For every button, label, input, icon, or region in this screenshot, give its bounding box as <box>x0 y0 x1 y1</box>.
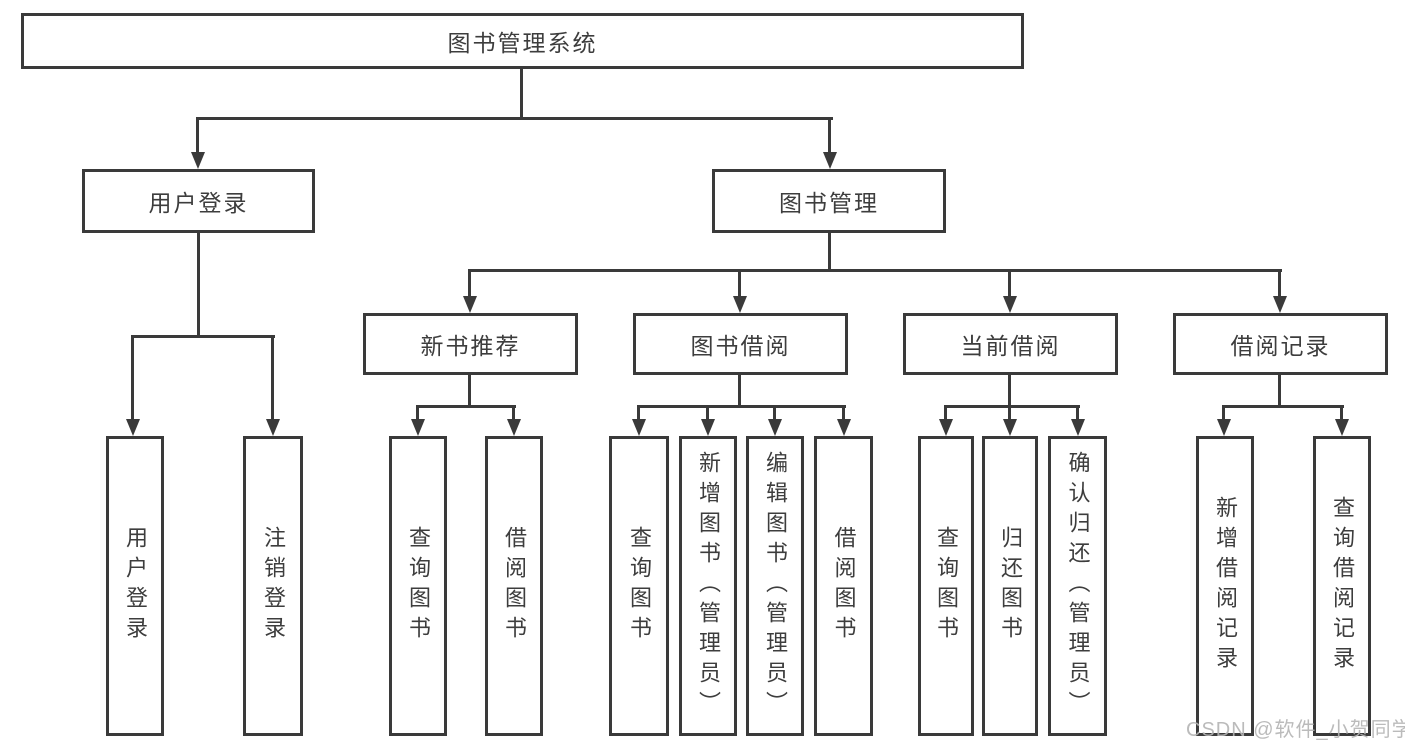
connector-arrow-stem <box>271 335 274 420</box>
connector-group-stem <box>738 373 741 408</box>
connector-arrow-stem <box>842 405 845 420</box>
connector-arrow-stem <box>1278 269 1281 297</box>
arrowhead <box>411 419 425 436</box>
arrowhead <box>1071 419 1085 436</box>
connector-group-stem <box>1278 373 1281 408</box>
leaf-add-books-admin: 新增图书（管理员） <box>679 436 737 736</box>
leaf-query-borrow-record: 查询借阅记录 <box>1313 436 1371 736</box>
connector-mgmt-branch <box>469 269 1282 272</box>
arrowhead <box>191 152 205 169</box>
leaf-recommend-borrow-books: 借阅图书 <box>485 436 543 736</box>
node-root: 图书管理系统 <box>21 13 1024 69</box>
leaf-user-login: 用户登录 <box>106 436 164 736</box>
arrowhead <box>1217 419 1231 436</box>
arrowhead <box>939 419 953 436</box>
leaf-borrow-query-books: 查询图书 <box>609 436 669 736</box>
connector-arrow-stem <box>1008 269 1011 297</box>
connector-group-branch <box>417 405 516 408</box>
connector-arrow-stem <box>828 117 831 153</box>
connector-userlogin-stem <box>197 232 200 337</box>
leaf-logout: 注销登录 <box>243 436 303 736</box>
connector-arrow-stem <box>1222 405 1225 420</box>
connector-arrow-stem <box>196 117 199 153</box>
leaf-borrow-borrow-books: 借阅图书 <box>814 436 873 736</box>
csdn-watermark: CSDN @软件_小贺同学 <box>1186 719 1405 741</box>
arrowhead <box>1003 419 1017 436</box>
arrowhead <box>632 419 646 436</box>
connector-arrow-stem <box>637 405 640 420</box>
connector-arrow-stem <box>706 405 709 420</box>
connector-root-stem <box>520 68 523 120</box>
node-user-login: 用户登录 <box>82 169 315 233</box>
connector-group-stem <box>468 373 471 408</box>
leaf-confirm-return-admin: 确认归还（管理员） <box>1048 436 1107 736</box>
arrowhead <box>507 419 521 436</box>
leaf-current-query-books: 查询图书 <box>918 436 974 736</box>
arrowhead <box>701 419 715 436</box>
connector-userlogin-branch <box>132 335 275 338</box>
arrowhead <box>126 419 140 436</box>
node-borrow-records: 借阅记录 <box>1173 313 1388 375</box>
connector-mgmt-stem <box>828 232 831 272</box>
connector-group-stem <box>1008 373 1011 408</box>
arrowhead <box>266 419 280 436</box>
leaf-recommend-query-books: 查询图书 <box>389 436 447 736</box>
arrowhead <box>1273 296 1287 313</box>
leaf-return-books: 归还图书 <box>982 436 1038 736</box>
arrowhead <box>463 296 477 313</box>
connector-arrow-stem <box>1008 405 1011 420</box>
connector-group-branch <box>945 405 1080 408</box>
connector-root-branch <box>197 117 833 120</box>
arrowhead <box>768 419 782 436</box>
connector-group-branch <box>1223 405 1344 408</box>
connector-arrow-stem <box>738 269 741 297</box>
connector-arrow-stem <box>416 405 419 420</box>
node-current-borrow: 当前借阅 <box>903 313 1118 375</box>
arrowhead <box>1003 296 1017 313</box>
connector-arrow-stem <box>131 335 134 420</box>
arrowhead <box>733 296 747 313</box>
node-new-book-recommend: 新书推荐 <box>363 313 578 375</box>
connector-group-branch <box>638 405 846 408</box>
leaf-edit-books-admin: 编辑图书（管理员） <box>746 436 804 736</box>
arrowhead <box>823 152 837 169</box>
leaf-add-borrow-record: 新增借阅记录 <box>1196 436 1254 736</box>
node-book-borrow: 图书借阅 <box>633 313 848 375</box>
connector-arrow-stem <box>944 405 947 420</box>
arrowhead <box>1335 419 1349 436</box>
arrowhead <box>837 419 851 436</box>
connector-arrow-stem <box>1340 405 1343 420</box>
connector-arrow-stem <box>1076 405 1079 420</box>
connector-arrow-stem <box>512 405 515 420</box>
connector-arrow-stem <box>773 405 776 420</box>
node-book-management: 图书管理 <box>712 169 946 233</box>
connector-arrow-stem <box>468 269 471 297</box>
